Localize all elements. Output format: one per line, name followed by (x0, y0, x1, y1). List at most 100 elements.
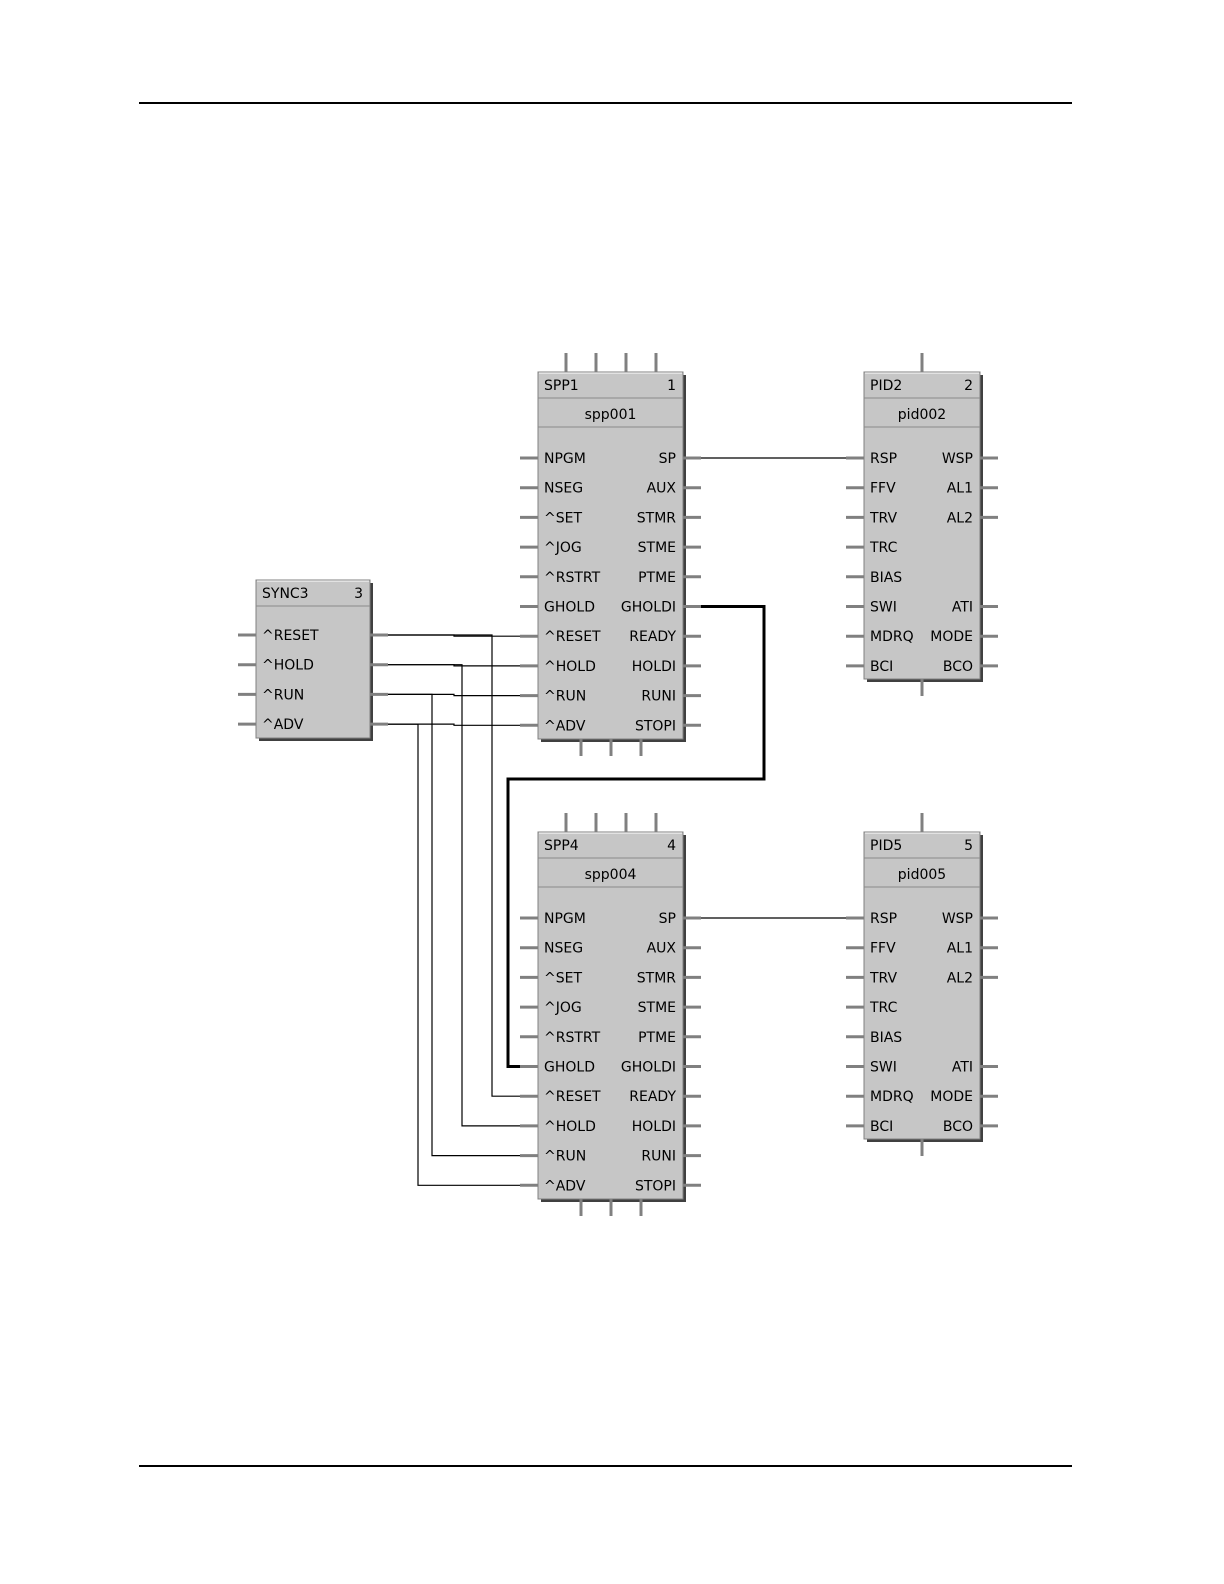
input-label: TRC (869, 540, 898, 556)
input-label: SWI (870, 600, 897, 616)
output-label: HOLDI (632, 659, 676, 675)
output-label: ATI (952, 1060, 973, 1076)
connection-wire (388, 723, 520, 1186)
output-label: AUX (647, 481, 677, 497)
output-label: SP (659, 911, 676, 927)
input-label: SWI (870, 1060, 897, 1076)
input-label: BCI (870, 1119, 893, 1135)
block-body (863, 371, 981, 680)
input-label: MDRQ (870, 1089, 914, 1105)
input-label: NPGM (544, 451, 586, 467)
output-label: PTME (638, 1030, 676, 1046)
output-label: SP (659, 451, 676, 467)
input-label: ^ADV (544, 1178, 586, 1194)
block-number: 5 (964, 838, 973, 854)
block-type-label: SPP1 (544, 378, 579, 394)
output-label: BCO (943, 659, 973, 675)
output-label: AL1 (947, 481, 973, 497)
input-label: BIAS (870, 1030, 902, 1046)
input-label: ^JOG (544, 1000, 582, 1016)
input-label: ^JOG (544, 540, 582, 556)
output-label: AL2 (947, 970, 973, 986)
block-body (863, 831, 981, 1140)
output-label: STMR (637, 970, 677, 986)
block-body (537, 371, 684, 740)
output-label: RUNI (641, 1149, 676, 1165)
output-label: AUX (647, 941, 677, 957)
output-label: GHOLDI (621, 1060, 676, 1076)
block-number: 2 (964, 378, 973, 394)
block-number: 3 (354, 586, 363, 602)
input-label: ^HOLD (262, 658, 314, 674)
wires-layer (388, 457, 846, 1186)
output-label: BCO (943, 1119, 973, 1135)
block-number: 4 (667, 838, 676, 854)
output-label: STMR (637, 510, 677, 526)
output-label: RUNI (641, 689, 676, 705)
output-label: STME (638, 1000, 676, 1016)
input-label: FFV (870, 481, 896, 497)
input-label: ^HOLD (544, 659, 596, 675)
block-sync3[interactable]: SYNC3 3 ^RESET ^HOLD ^RUN ^ADV (238, 579, 388, 741)
block-tag: spp004 (585, 867, 637, 883)
input-label: NPGM (544, 911, 586, 927)
input-label: ^SET (544, 970, 582, 986)
input-label: BCI (870, 659, 893, 675)
input-label: RSP (870, 911, 897, 927)
input-label: TRV (869, 970, 898, 986)
input-label: FFV (870, 941, 896, 957)
input-label: ^RUN (544, 689, 586, 705)
connection-wire (388, 664, 520, 1127)
output-label: STME (638, 540, 676, 556)
input-label: ^RESET (544, 1089, 601, 1105)
input-label: ^HOLD (544, 1119, 596, 1135)
block-type-label: SYNC3 (262, 586, 309, 602)
block-type-label: SPP4 (544, 838, 579, 854)
input-label: TRV (869, 510, 898, 526)
header-rule (139, 102, 1072, 104)
input-label: MDRQ (870, 629, 914, 645)
output-label: HOLDI (632, 1119, 676, 1135)
block-type-label: PID2 (870, 378, 902, 394)
input-label: ^RESET (544, 629, 601, 645)
output-label: READY (629, 629, 676, 645)
output-label: MODE (930, 1089, 973, 1105)
input-label: ^RSTRT (544, 570, 601, 586)
input-label: ^RUN (262, 687, 304, 703)
output-label: PTME (638, 570, 676, 586)
output-label: AL2 (947, 510, 973, 526)
block-body (537, 831, 684, 1200)
block-tag: pid002 (898, 407, 946, 423)
output-label: STOPI (635, 718, 676, 734)
block-number: 1 (667, 378, 676, 394)
connection-wire (506, 605, 766, 1068)
input-label: ^ADV (262, 717, 304, 733)
connection-wire (388, 634, 520, 1097)
input-label: RSP (870, 451, 897, 467)
input-label: GHOLD (544, 1060, 595, 1076)
input-label: BIAS (870, 570, 902, 586)
input-label: NSEG (544, 941, 583, 957)
input-label: ^SET (544, 510, 582, 526)
connection-wire (388, 693, 520, 1157)
input-label: ^RESET (262, 628, 319, 644)
output-label: STOPI (635, 1178, 676, 1194)
input-label: NSEG (544, 481, 583, 497)
output-label: ATI (952, 600, 973, 616)
block-tag: pid005 (898, 867, 946, 883)
output-label: WSP (942, 911, 973, 927)
block-tag: spp001 (585, 407, 637, 423)
input-label: GHOLD (544, 600, 595, 616)
connection-wire (388, 723, 520, 726)
output-label: GHOLDI (621, 600, 676, 616)
input-label: ^RUN (544, 1149, 586, 1165)
output-label: MODE (930, 629, 973, 645)
input-label: TRC (869, 1000, 898, 1016)
output-label: READY (629, 1089, 676, 1105)
